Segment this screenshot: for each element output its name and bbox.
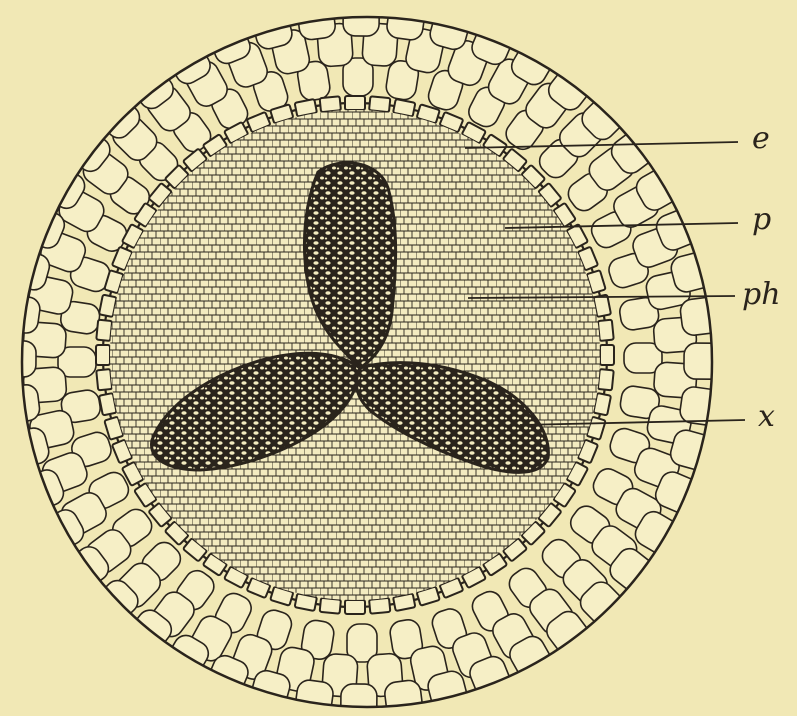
cortex-cell <box>679 295 727 336</box>
endodermis-cell <box>320 598 341 614</box>
cortex-cell <box>0 383 41 424</box>
endodermis-cell <box>369 598 390 614</box>
label-ph: ph <box>742 277 781 312</box>
label-p: p <box>752 202 771 237</box>
cortex-cell <box>383 679 424 716</box>
cortex-cell <box>684 343 728 379</box>
label-e: e <box>752 121 770 156</box>
endodermis-cell <box>598 369 614 390</box>
label-x: x <box>758 399 775 434</box>
endodermis-cell <box>96 369 112 390</box>
cortex-cell <box>341 684 377 716</box>
endodermis-cell <box>345 96 365 110</box>
endodermis-cell <box>96 345 110 365</box>
endodermis-cell <box>320 96 341 112</box>
endodermis-cell <box>345 600 365 614</box>
endodermis-cell <box>369 96 390 112</box>
endodermis-cell <box>598 320 614 341</box>
cortex-cell <box>293 679 335 716</box>
cortex-cell <box>0 426 51 472</box>
cortex-cell <box>0 293 41 335</box>
cortex-cell <box>0 341 36 377</box>
endodermis-cell <box>96 320 112 341</box>
endodermis-cell <box>600 345 614 365</box>
